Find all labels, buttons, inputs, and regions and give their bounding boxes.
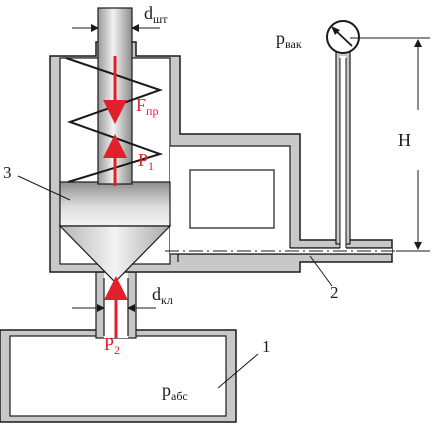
spring — [65, 57, 164, 183]
p2-label: P2 — [104, 334, 120, 357]
lower-tank — [0, 329, 237, 423]
p1-label: P1 — [138, 150, 154, 173]
pressure-gauge-icon — [326, 20, 360, 54]
rod-diameter-label: dшт — [144, 3, 168, 26]
force-arrows — [103, 56, 128, 338]
vacuum-pressure-label: pвак — [276, 28, 302, 51]
height-label: H — [398, 130, 411, 150]
absolute-pressure-label: pабс — [162, 380, 188, 403]
callout-2: 2 — [330, 283, 339, 302]
piston — [58, 181, 172, 283]
callout-1: 1 — [262, 337, 271, 356]
height-dimension — [350, 37, 430, 252]
callout-leaders — [17, 175, 333, 389]
spring-force-label: Fпр — [136, 95, 158, 118]
callout-3: 3 — [3, 163, 12, 182]
gauge-tube — [335, 51, 351, 250]
valve-diameter-label: dкл — [152, 284, 173, 307]
